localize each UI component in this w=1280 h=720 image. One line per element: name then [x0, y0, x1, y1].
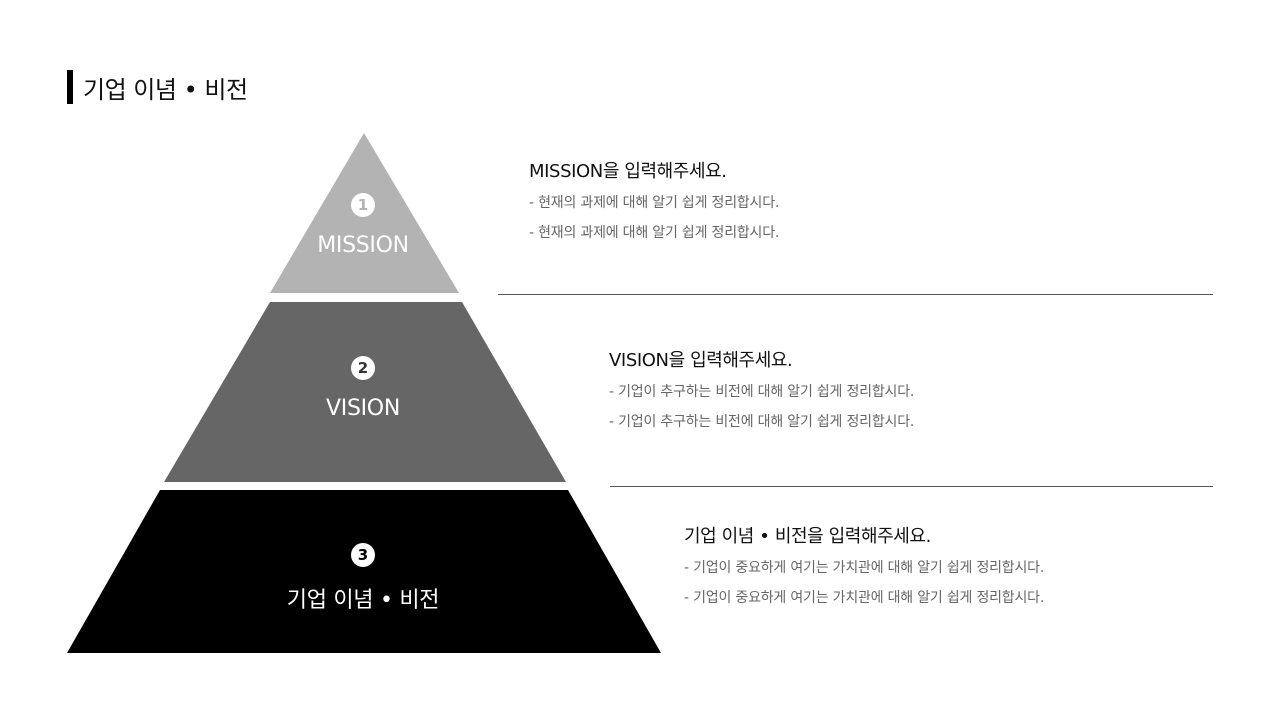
- vision-description: VISION을 입력해주세요. - 기업이 추구하는 비전에 대해 알기 쉽게 …: [609, 346, 914, 442]
- vision-line-1: - 기업이 추구하는 비전에 대해 알기 쉽게 정리합시다.: [609, 384, 915, 400]
- pyramid-tier-3-shape: [67, 490, 661, 653]
- mission-line-1: - 현재의 과제에 대해 알기 쉽게 정리합시다.: [529, 195, 780, 211]
- tier-3-label: 기업 이념 • 비전: [286, 588, 440, 613]
- philosophy-description: 기업 이념 • 비전을 입력해주세요. - 기업이 중요하게 여기는 가치관에 …: [684, 522, 1044, 618]
- vision-line-2: - 기업이 추구하는 비전에 대해 알기 쉽게 정리합시다.: [609, 414, 915, 430]
- tier-2-number: 2: [357, 359, 369, 377]
- philosophy-line-2: - 기업이 중요하게 여기는 가치관에 대해 알기 쉽게 정리합시다.: [684, 590, 1045, 606]
- tier-3-number-badge: 3: [351, 543, 375, 567]
- title-accent-bar: [67, 70, 73, 104]
- separator-line-2: [610, 486, 1213, 487]
- tier-1-number-badge: 1: [351, 193, 375, 217]
- tier-3-number: 3: [357, 546, 369, 564]
- mission-description: MISSION을 입력해주세요. - 현재의 과제에 대해 알기 쉽게 정리합시…: [529, 157, 779, 253]
- tier-2-number-badge: 2: [351, 356, 375, 380]
- page-header: 기업 이념 • 비전: [67, 70, 248, 104]
- vision-heading: VISION을 입력해주세요.: [609, 350, 793, 371]
- philosophy-line-1: - 기업이 중요하게 여기는 가치관에 대해 알기 쉽게 정리합시다.: [684, 560, 1045, 576]
- pyramid-tier-2-shape: [164, 302, 566, 482]
- tier-1-number: 1: [357, 196, 369, 214]
- philosophy-heading: 기업 이념 • 비전을 입력해주세요.: [684, 526, 931, 547]
- mission-heading: MISSION을 입력해주세요.: [529, 161, 727, 182]
- separator-line-1: [498, 294, 1213, 295]
- tier-2-label: VISION: [326, 396, 400, 421]
- page-title: 기업 이념 • 비전: [83, 75, 248, 104]
- tier-1-label: MISSION: [317, 233, 409, 258]
- mission-line-2: - 현재의 과제에 대해 알기 쉽게 정리합시다.: [529, 225, 780, 241]
